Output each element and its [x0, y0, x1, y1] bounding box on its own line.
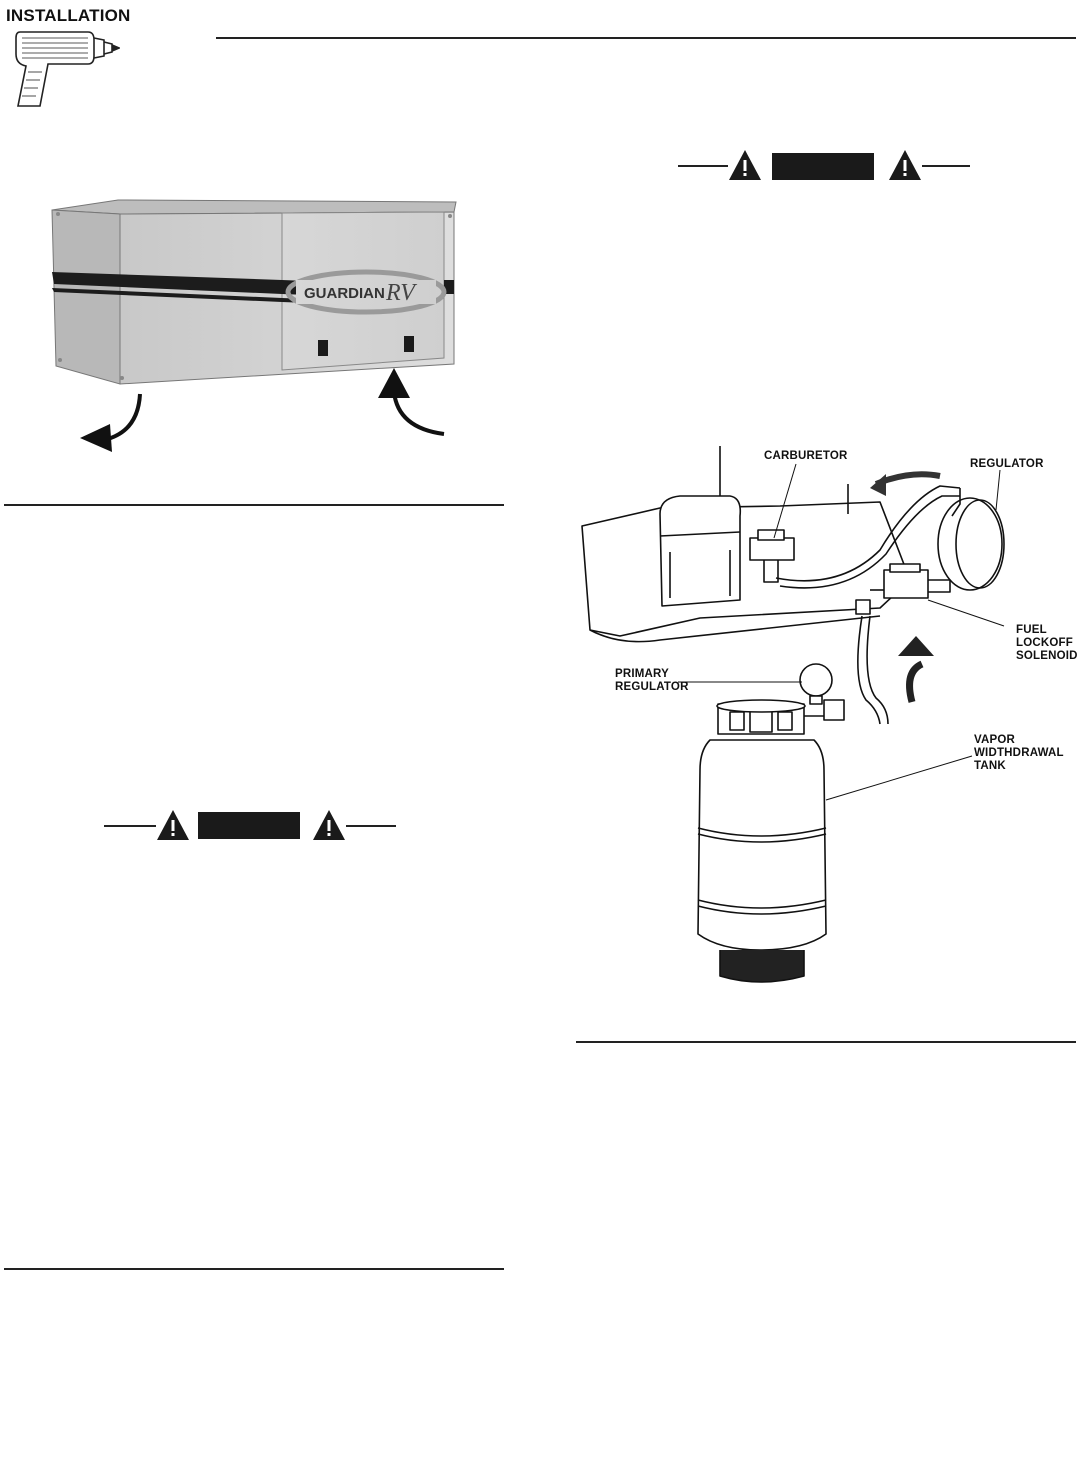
warning-triangle-icon: [889, 150, 921, 180]
intake-arrow-icon: [378, 368, 445, 436]
warning-triangle-icon: [729, 150, 761, 180]
warning-label-box: [772, 153, 874, 180]
section-rule: [576, 1041, 1076, 1043]
svg-text:RV: RV: [385, 280, 417, 306]
warning-triangle-icon: [157, 810, 189, 840]
callout-primary-regulator: PRIMARY REGULATOR: [615, 668, 689, 693]
callout-regulator: REGULATOR: [970, 458, 1044, 470]
header-rule: [216, 37, 1076, 39]
callout-carburetor: CARBURETOR: [764, 450, 848, 462]
warning-label-box: [198, 812, 300, 839]
warning-triangle-icon: [313, 810, 345, 840]
callout-vapor-tank: VAPOR WIDTHDRAWAL TANK: [974, 734, 1064, 772]
exhaust-arrow-icon: [80, 393, 142, 452]
fuel-system-diagram: [581, 446, 1005, 983]
callout-fuel-lockoff-solenoid: FUEL LOCKOFF SOLENOID: [1016, 624, 1078, 662]
section-title: INSTALLATION: [6, 6, 131, 25]
section-rule: [4, 1268, 504, 1270]
section-rule: [4, 504, 504, 506]
generator-image: GUARDIAN RV: [51, 199, 457, 452]
svg-text:GUARDIAN: GUARDIAN: [304, 285, 385, 302]
drill-icon: [15, 31, 120, 107]
